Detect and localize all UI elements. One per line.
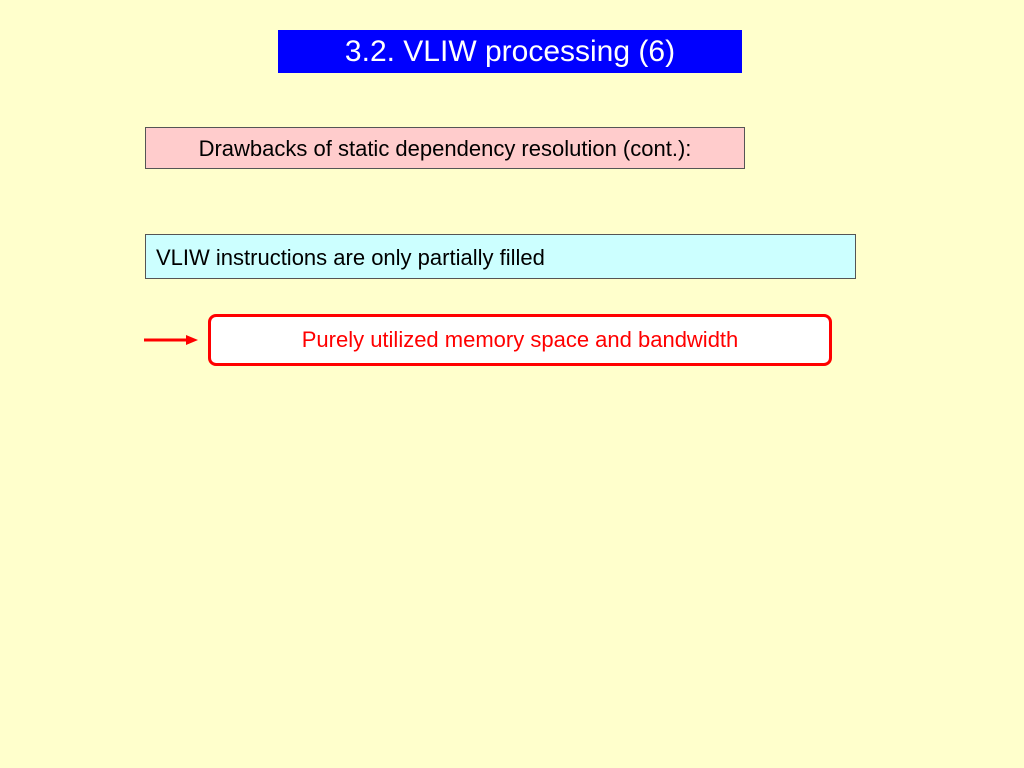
subtitle-box: Drawbacks of static dependency resolutio…	[145, 127, 745, 169]
arrow-right-icon	[144, 335, 198, 345]
consequence-box: Purely utilized memory space and bandwid…	[208, 314, 832, 366]
slide-title: 3.2. VLIW processing (6)	[278, 30, 742, 73]
statement-box: VLIW instructions are only partially fil…	[145, 234, 856, 279]
